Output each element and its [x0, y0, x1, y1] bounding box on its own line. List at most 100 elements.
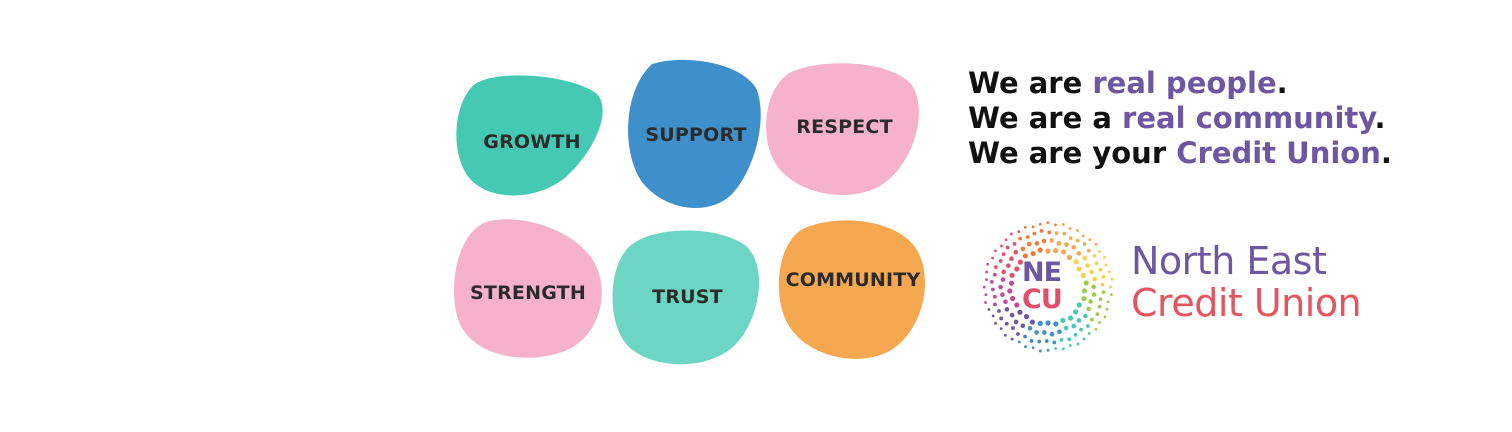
logo-dot: [1073, 332, 1078, 337]
logo-dot: [1056, 241, 1062, 246]
logo-dot: [1086, 248, 1091, 253]
logo-dot: [1045, 248, 1051, 254]
logo-dot: [1101, 290, 1106, 295]
logo-dot: [1052, 340, 1057, 345]
logo-dot: [1063, 325, 1069, 331]
logo-dot: [1094, 261, 1099, 266]
value-label: RESPECT: [796, 116, 893, 138]
logo-dot: [1037, 339, 1042, 344]
logo-dot: [998, 259, 1003, 263]
logo-dot: [1000, 244, 1003, 248]
value-blob-support: SUPPORT: [622, 58, 762, 210]
logo-dot: [1076, 302, 1082, 308]
logo-dot: [1081, 288, 1087, 294]
logo-dot: [1107, 270, 1111, 274]
logo-dot: [1049, 238, 1055, 243]
logo-dot: [993, 302, 997, 307]
logo-dot: [1098, 249, 1101, 253]
logo-dot: [1100, 282, 1105, 287]
logo-dot: [1061, 347, 1065, 351]
logo-dot: [1076, 318, 1082, 323]
logo-dot: [1039, 229, 1044, 233]
logo-cu-text: CU: [1022, 284, 1063, 315]
logo-dot: [1075, 238, 1080, 243]
logo-dot: [1098, 267, 1103, 272]
logo-dot: [1007, 288, 1013, 294]
logo-dot: [1025, 235, 1030, 239]
value-label: TRUST: [652, 286, 723, 308]
logo-dot: [1081, 234, 1085, 238]
logo-dot: [1083, 313, 1088, 319]
logo-dot: [1037, 320, 1043, 326]
logo-dot: [1023, 314, 1030, 320]
logo-dot: [1054, 223, 1057, 227]
value-blob-trust: TRUST: [608, 228, 763, 366]
logo-dot: [999, 327, 1003, 330]
blob-shape: [628, 59, 761, 208]
tagline-1: We are real people.: [968, 66, 1288, 100]
logo-dot: [1057, 329, 1062, 335]
logo-dot: [1034, 330, 1039, 335]
logo-dot: [1068, 236, 1073, 240]
logo-dot: [1097, 304, 1102, 309]
logo-dot: [1087, 331, 1091, 335]
logo-dot: [1004, 321, 1009, 326]
logo-dot: [1004, 307, 1010, 312]
blob-shape: [778, 220, 925, 359]
logo-dot: [1010, 295, 1016, 302]
logo-dot: [1060, 317, 1066, 324]
logo-dot: [1049, 331, 1055, 337]
logo-dot: [1067, 315, 1074, 321]
logo-dot: [1010, 337, 1014, 341]
logo-dot: [1080, 272, 1086, 279]
logo-dot: [1005, 245, 1010, 250]
logo-dot: [1086, 306, 1091, 312]
logo-dot: [1067, 337, 1072, 342]
tagline-block: We are real people. We are a real commun…: [968, 66, 1392, 171]
logo-dot: [1017, 230, 1021, 234]
logo-dot: [1071, 244, 1077, 250]
logo-dot: [1088, 299, 1093, 304]
logo-dot: [1020, 323, 1026, 329]
value-label: GROWTH: [483, 131, 581, 153]
logo-dot: [1073, 259, 1079, 265]
logo-dot: [1031, 225, 1035, 229]
logo-dot: [1023, 334, 1027, 339]
logo-dot: [994, 321, 997, 325]
logo-dot: [1054, 347, 1057, 350]
logo-dot: [992, 294, 997, 299]
logo-dot: [1089, 269, 1094, 275]
logo-dot: [1013, 249, 1019, 255]
logo-dot: [1098, 297, 1103, 302]
logo-name-line1: North East: [1131, 239, 1327, 283]
logo-dot: [1046, 221, 1050, 224]
logo-dot: [1088, 238, 1092, 242]
logo-dot: [1110, 277, 1114, 281]
logo-dot: [997, 309, 1001, 313]
logo-dot: [1092, 254, 1097, 258]
logo-dot: [1064, 242, 1069, 247]
logo-dot: [1079, 327, 1083, 332]
logo-dot: [1092, 276, 1098, 282]
logo-dot: [1076, 251, 1082, 256]
logo-dot: [1009, 232, 1013, 236]
logo-dot: [1029, 339, 1034, 343]
logo-dot: [989, 279, 994, 284]
logo-dot: [1073, 309, 1079, 315]
logo-dot: [1026, 241, 1032, 247]
logo-dot: [1017, 309, 1023, 315]
logo-dot: [1047, 230, 1052, 235]
logo-dot: [1085, 324, 1090, 328]
logo-dot: [1042, 330, 1047, 335]
logo-dot: [1062, 231, 1067, 236]
logo-dot: [1061, 223, 1065, 226]
logo-dot: [1082, 337, 1086, 341]
logo-ne-text: NE: [1022, 257, 1062, 288]
value-label: STRENGTH: [470, 282, 586, 304]
logo-dot: [1071, 323, 1076, 329]
logo-dot: [1009, 280, 1015, 286]
tagline-2: We are a real community.: [968, 101, 1386, 135]
logo-dot: [1029, 319, 1035, 325]
logo-dot: [993, 265, 998, 269]
logo-dot: [984, 301, 987, 304]
